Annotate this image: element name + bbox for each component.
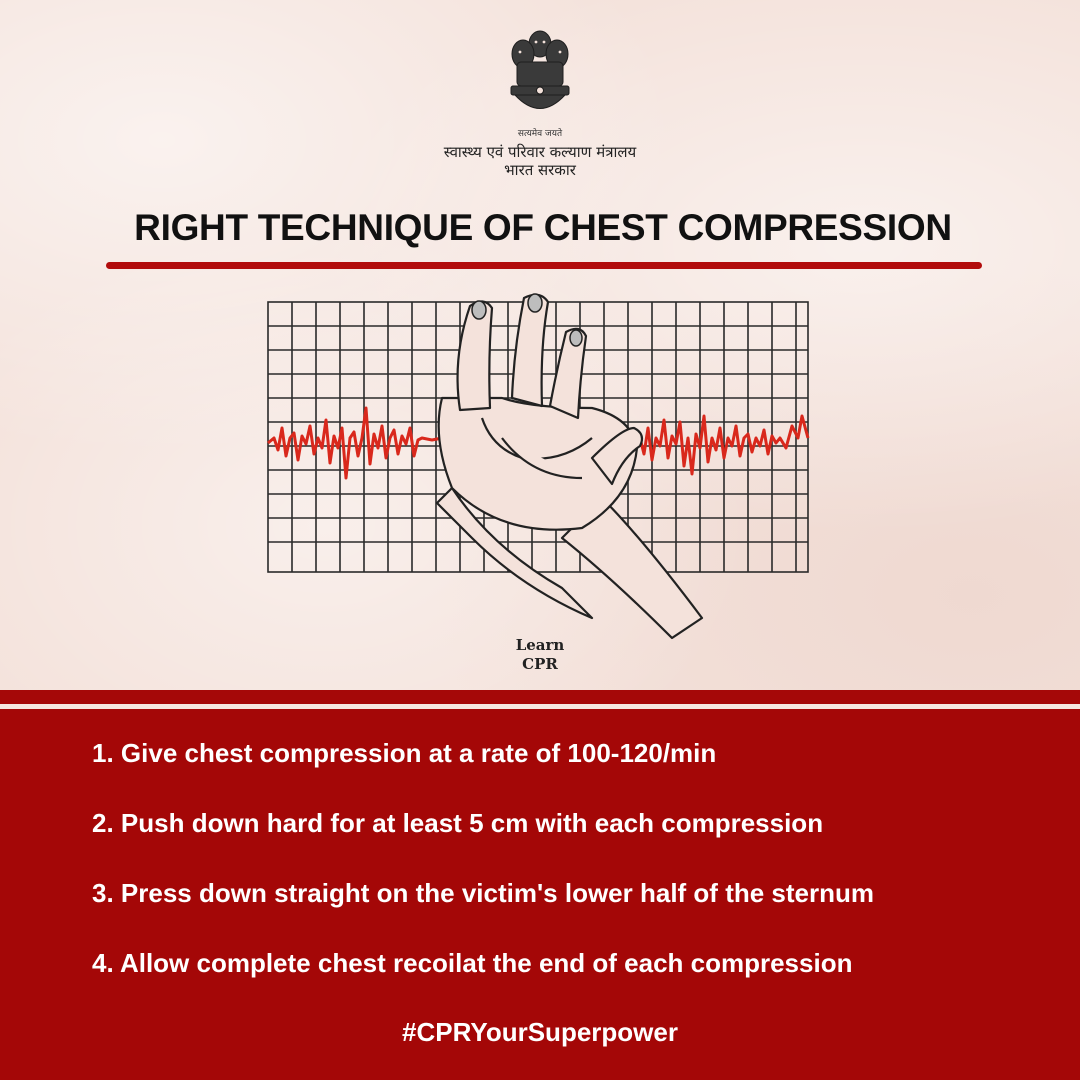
ministry-name: स्वास्थ्य एवं परिवार कल्याण मंत्रालय भार… xyxy=(390,143,690,179)
step-item-1: 1. Give chest compression at a rate of 1… xyxy=(92,738,717,768)
step-item-3: 3. Press down straight on the victim's l… xyxy=(92,878,874,908)
national-motto: सत्यमेव जयते xyxy=(517,129,563,139)
steps-list: 1. Give chest compression at a rate of 1… xyxy=(92,735,1052,1015)
state-emblem-icon xyxy=(510,30,570,109)
illustration-caption: Learn CPR xyxy=(470,636,610,674)
instructions-panel xyxy=(0,709,1080,1080)
step-item-2: 2. Push down hard for at least 5 cm with… xyxy=(92,808,824,838)
ministry-line-1: स्वास्थ्य एवं परिवार कल्याण मंत्रालय xyxy=(443,143,637,161)
cpr-illustration xyxy=(267,293,810,640)
crossed-hands xyxy=(435,293,704,640)
red-band-divider xyxy=(0,690,1080,704)
step-item-4: 4. Allow complete chest recoilat the end… xyxy=(92,948,853,978)
page-title: RIGHT TECHNIQUE OF CHEST COMPRESSION xyxy=(134,207,952,248)
campaign-hashtag: #CPRYourSuperpower xyxy=(402,1017,678,1047)
divider-gap xyxy=(0,704,1080,709)
ecg-trace-left xyxy=(267,406,443,480)
title-underline xyxy=(106,262,982,269)
ecg-trace-right xyxy=(633,414,810,476)
caption-line-1: Learn xyxy=(515,636,565,654)
caption-line-2: CPR xyxy=(522,655,558,673)
ministry-line-2: भारत सरकार xyxy=(504,161,576,179)
